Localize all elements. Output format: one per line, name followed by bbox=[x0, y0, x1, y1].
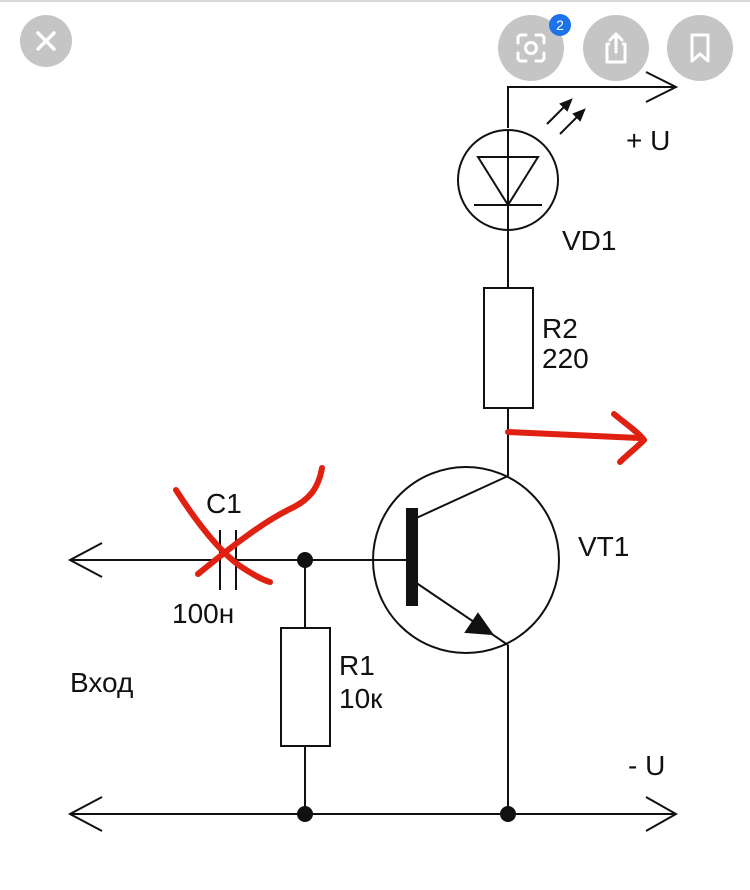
c1-name-label: C1 bbox=[206, 488, 242, 519]
vd1-diode-triangle bbox=[476, 156, 540, 207]
input-label: Вход bbox=[70, 667, 133, 698]
led-emission-arrowhead-1 bbox=[559, 98, 573, 112]
r2-resistor bbox=[483, 287, 534, 409]
close-icon bbox=[36, 31, 56, 51]
input-arrow bbox=[67, 542, 103, 578]
share-button[interactable] bbox=[583, 15, 649, 81]
plus-u-arrow bbox=[645, 71, 679, 103]
vt1-emitter-arrow bbox=[464, 612, 495, 636]
lens-count-badge: 2 bbox=[549, 14, 571, 36]
vt1-collector-lead bbox=[411, 475, 509, 521]
vt1-base-bar bbox=[406, 508, 418, 606]
top-divider bbox=[0, 0, 750, 2]
close-button[interactable] bbox=[20, 15, 72, 67]
junction-ground-left bbox=[297, 806, 313, 822]
red-arrow-head bbox=[611, 411, 647, 465]
r1-resistor bbox=[280, 627, 331, 747]
r1-value-label: 10к bbox=[339, 683, 383, 714]
vt1-label: VT1 bbox=[578, 531, 629, 562]
vt1-emitter-lead bbox=[411, 579, 509, 646]
bookmark-button[interactable] bbox=[667, 15, 733, 81]
c1-value-label: 100н bbox=[172, 598, 234, 629]
red-cross-stroke-1 bbox=[173, 487, 273, 585]
minus-u-label: - U bbox=[628, 750, 665, 781]
r2-value-label: 220 bbox=[542, 343, 589, 374]
lens-search-icon bbox=[516, 33, 546, 63]
junction-ground-right bbox=[500, 806, 516, 822]
plus-u-wire bbox=[507, 86, 676, 128]
minus-u-left-arrow bbox=[67, 796, 103, 832]
led-emission-arrowhead-2 bbox=[572, 108, 586, 122]
red-cross-stroke-2 bbox=[195, 465, 325, 577]
bookmark-icon bbox=[690, 33, 710, 63]
plus-u-label: + U bbox=[626, 125, 670, 156]
vd1-label: VD1 bbox=[562, 225, 616, 256]
r1-name-label: R1 bbox=[339, 650, 375, 681]
r2-name-label: R2 bbox=[542, 313, 578, 344]
junction-base bbox=[297, 552, 313, 568]
minus-u-right-arrow bbox=[645, 796, 679, 832]
share-icon bbox=[605, 32, 627, 64]
red-arrow-line bbox=[505, 429, 643, 441]
